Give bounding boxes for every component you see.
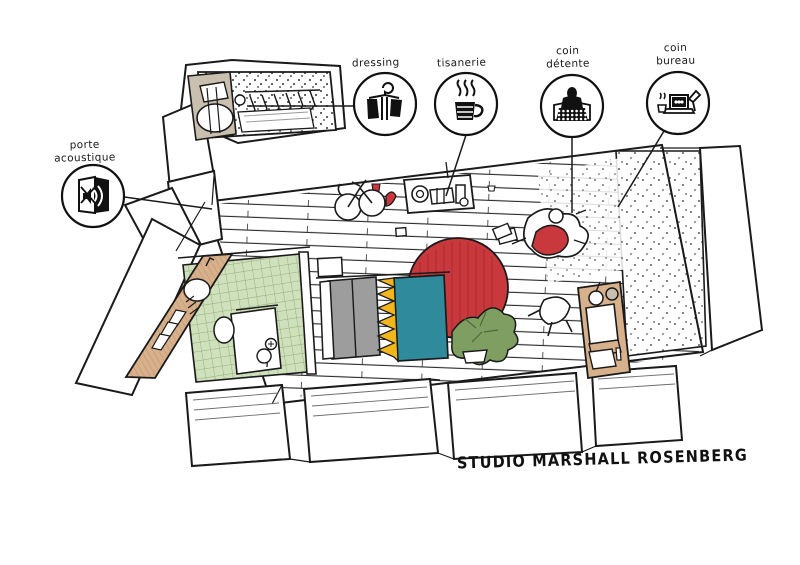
- floor-drain: [264, 337, 278, 368]
- callout-circle-dressing[interactable]: [352, 71, 418, 137]
- steaming-mug-icon: [455, 79, 484, 120]
- potted-plant: [451, 307, 519, 366]
- mat: [491, 222, 513, 241]
- bathroom: [124, 246, 317, 383]
- wall-top-hatching: [192, 373, 676, 421]
- laptop: [585, 303, 619, 345]
- towels: [151, 309, 187, 351]
- office-desk: [527, 280, 631, 380]
- office-chair: [527, 296, 573, 337]
- red-bag: [385, 191, 397, 207]
- callout-label-coin-detente: coin détente: [546, 44, 590, 71]
- bicycle: [334, 179, 386, 221]
- hob: [429, 187, 455, 205]
- callout-label-coin-bureau: coin bureau: [656, 41, 696, 68]
- leader-line-porte-acoustique: [123, 196, 213, 210]
- exterior-walls: [74, 58, 764, 468]
- round-table: [196, 103, 234, 133]
- bedside-table: [316, 256, 344, 278]
- clothes-rail: [244, 89, 321, 121]
- leader-line-tisanerie: [445, 134, 467, 197]
- zigzag-trim: [375, 277, 399, 363]
- leader-line-coin-bureau: [617, 130, 665, 208]
- tap: [205, 257, 215, 267]
- blanket: [393, 274, 449, 362]
- books: [588, 348, 617, 370]
- callout-leader-lines: [123, 105, 665, 213]
- seated-figure-head: [548, 208, 564, 224]
- misc-objects: [394, 222, 513, 241]
- laptop-desk-icon: [657, 89, 702, 114]
- pillows: [319, 276, 381, 360]
- armchair-person-icon: [553, 87, 591, 121]
- callout-label-tisanerie: tisanerie: [436, 56, 487, 70]
- callout-icons: [78, 79, 702, 215]
- clothes-hangers-icon: [367, 82, 402, 120]
- sleeping-area: [315, 237, 519, 366]
- washbasin: [183, 278, 211, 302]
- callout-label-dressing: dressing: [351, 56, 400, 70]
- desk-lamp: [588, 290, 604, 306]
- acoustic-door-icon: [78, 175, 109, 215]
- bathroom-partition: [298, 251, 317, 375]
- shelf-object: [371, 183, 381, 192]
- dressing-room: [187, 71, 337, 141]
- wall-edge-lines: [175, 147, 713, 467]
- desk-clock: [605, 287, 619, 301]
- callout-label-porte-acoustique: porte acoustique: [54, 138, 116, 165]
- drain-knob: [256, 348, 272, 364]
